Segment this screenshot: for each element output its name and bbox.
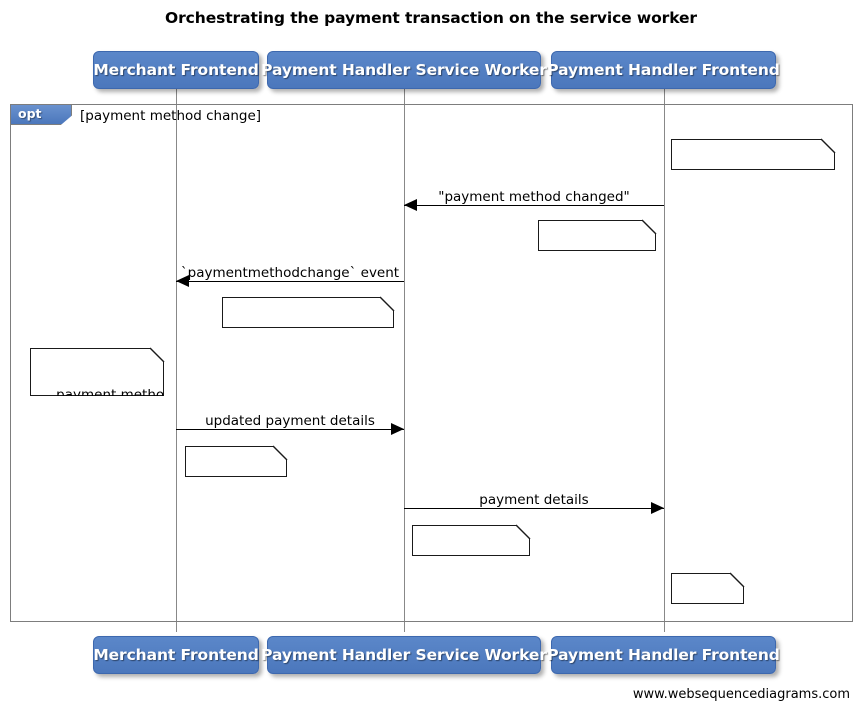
participant-label: Payment Handler Service Worker xyxy=(261,646,547,664)
arrow-head-right-icon xyxy=(651,502,664,514)
participant-label: Merchant Frontend xyxy=(93,61,259,79)
note-post-message-2: `.postMessage()` xyxy=(412,525,530,556)
note-fold-corner-icon xyxy=(820,138,836,154)
lifeline-payment-handler-frontend xyxy=(664,88,665,632)
note-change-payment-method: `.changePaymentMethod()` xyxy=(222,297,394,328)
arrow-head-left-icon xyxy=(176,275,189,287)
participant-payment-handler-service-worker-bottom[interactable]: Payment Handler Service Worker xyxy=(261,636,547,674)
message-label-paymentmethodchange-event: `paymentmethodchange` event xyxy=(180,265,400,281)
message-line-payment-details xyxy=(404,508,664,509)
note-payment-method-changed: payment method changed xyxy=(671,139,835,170)
participant-label: Merchant Frontend xyxy=(93,646,259,664)
arrow-head-left-icon xyxy=(404,199,417,211)
participant-payment-handler-frontend-top[interactable]: Payment Handler Frontend xyxy=(547,51,780,89)
note-fold-corner-icon xyxy=(641,219,657,235)
arrow-head-right-icon xyxy=(391,423,404,435)
note-post-message-1: `.postMessage()` xyxy=(538,220,656,251)
lifeline-merchant-frontend xyxy=(176,88,177,632)
note-payment-method-total-price: payment method & total price change etc xyxy=(30,348,164,396)
participant-label: Payment Handler Service Worker xyxy=(261,61,547,79)
opt-fragment-frame xyxy=(10,104,853,622)
note-fold-corner-icon xyxy=(272,445,288,461)
message-line-payment-method-changed xyxy=(404,205,664,206)
note-fold-corner-icon xyxy=(729,572,745,588)
message-label-payment-details: payment details xyxy=(479,492,589,508)
footer-credit: www.websequencediagrams.com xyxy=(632,687,850,702)
participant-payment-handler-service-worker-top[interactable]: Payment Handler Service Worker xyxy=(261,51,547,89)
note-fold-corner-icon xyxy=(515,524,531,540)
message-label-updated-payment-details: updated payment details xyxy=(205,413,375,429)
note-fold-corner-icon xyxy=(379,296,395,312)
opt-fragment-tab: opt xyxy=(10,104,72,125)
participant-merchant-frontend-top[interactable]: Merchant Frontend xyxy=(93,51,259,89)
participant-payment-handler-frontend-bottom[interactable]: Payment Handler Frontend xyxy=(547,636,780,674)
page-title: Orchestrating the payment transaction on… xyxy=(165,9,697,27)
opt-fragment-condition: [payment method change] xyxy=(80,108,262,124)
message-label-payment-method-changed: "payment method changed" xyxy=(438,189,630,205)
message-line-paymentmethodchange-event xyxy=(176,281,404,282)
note-fold-corner-icon xyxy=(149,347,165,363)
participant-merchant-frontend-bottom[interactable]: Merchant Frontend xyxy=(93,636,259,674)
participant-label: Payment Handler Frontend xyxy=(547,646,780,664)
lifeline-payment-handler-service-worker xyxy=(404,88,405,632)
message-line-updated-payment-details xyxy=(176,429,404,430)
participant-label: Payment Handler Frontend xyxy=(547,61,780,79)
